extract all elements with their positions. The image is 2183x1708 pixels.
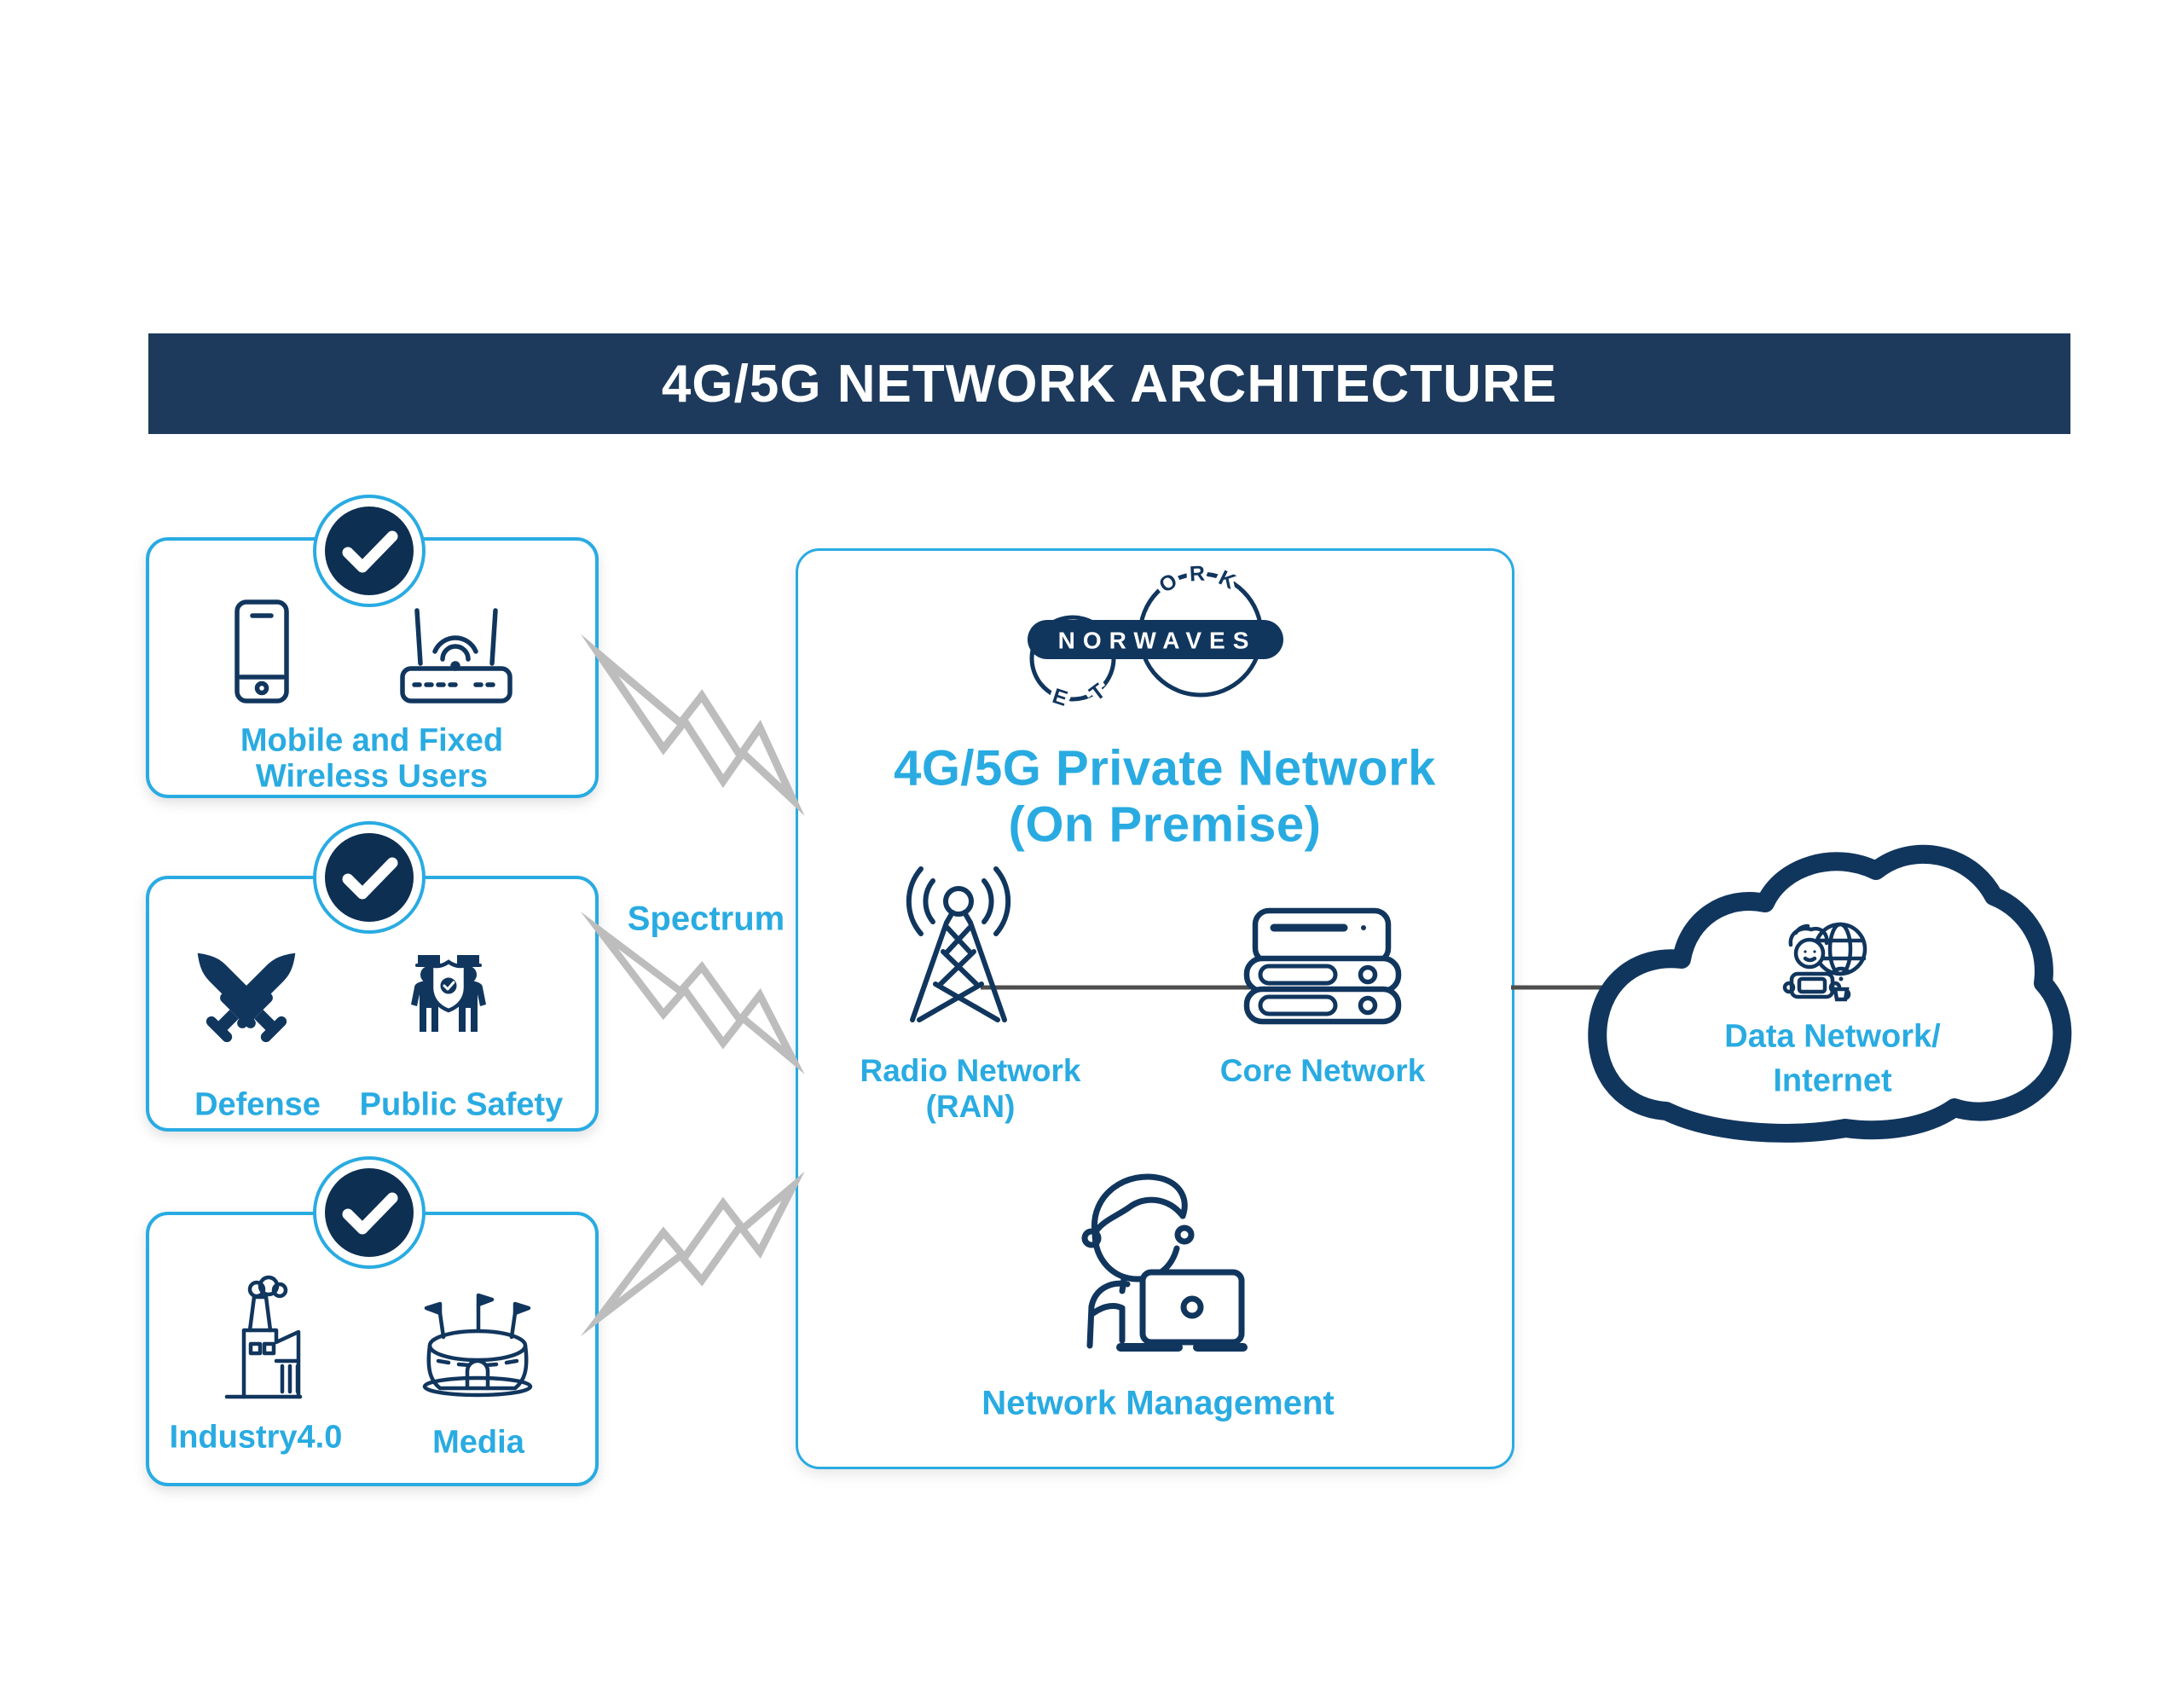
diagram-title: 4G/5G NETWORK ARCHITECTURE [661, 354, 1558, 414]
lightning-bolt-1 [599, 655, 793, 800]
box-private-network [796, 548, 1514, 1469]
private-network-title-line2: (On Premise) [1008, 796, 1322, 853]
box1-label-line1: Mobile and Fixed [240, 722, 504, 759]
spectrum-label: Spectrum [627, 900, 785, 938]
lightning-bolt-2 [599, 930, 793, 1060]
title-banner: 4G/5G NETWORK ARCHITECTURE [148, 333, 2070, 434]
media-label: Media [432, 1424, 524, 1461]
cloud-label-line1: Data Network/ [1724, 1018, 1941, 1055]
radio-network-label: Radio Network [860, 1053, 1081, 1088]
core-network-label: Core Network [1219, 1053, 1426, 1088]
private-network-title-line1: 4G/5G Private Network [894, 740, 1436, 796]
box1-label-line2: Wireless Users [255, 758, 489, 795]
public-safety-label: Public Safety [359, 1086, 564, 1123]
defense-label: Defense [194, 1086, 321, 1123]
internet-user-globe-icon [1782, 922, 1867, 1002]
industry-label: Industry4.0 [169, 1419, 343, 1456]
ran-sublabel: (RAN) [925, 1089, 1016, 1124]
lightning-bolt-3 [599, 1186, 793, 1317]
cloud-label-line2: Internet [1773, 1062, 1892, 1099]
network-management-label: Network Management [981, 1384, 1335, 1422]
